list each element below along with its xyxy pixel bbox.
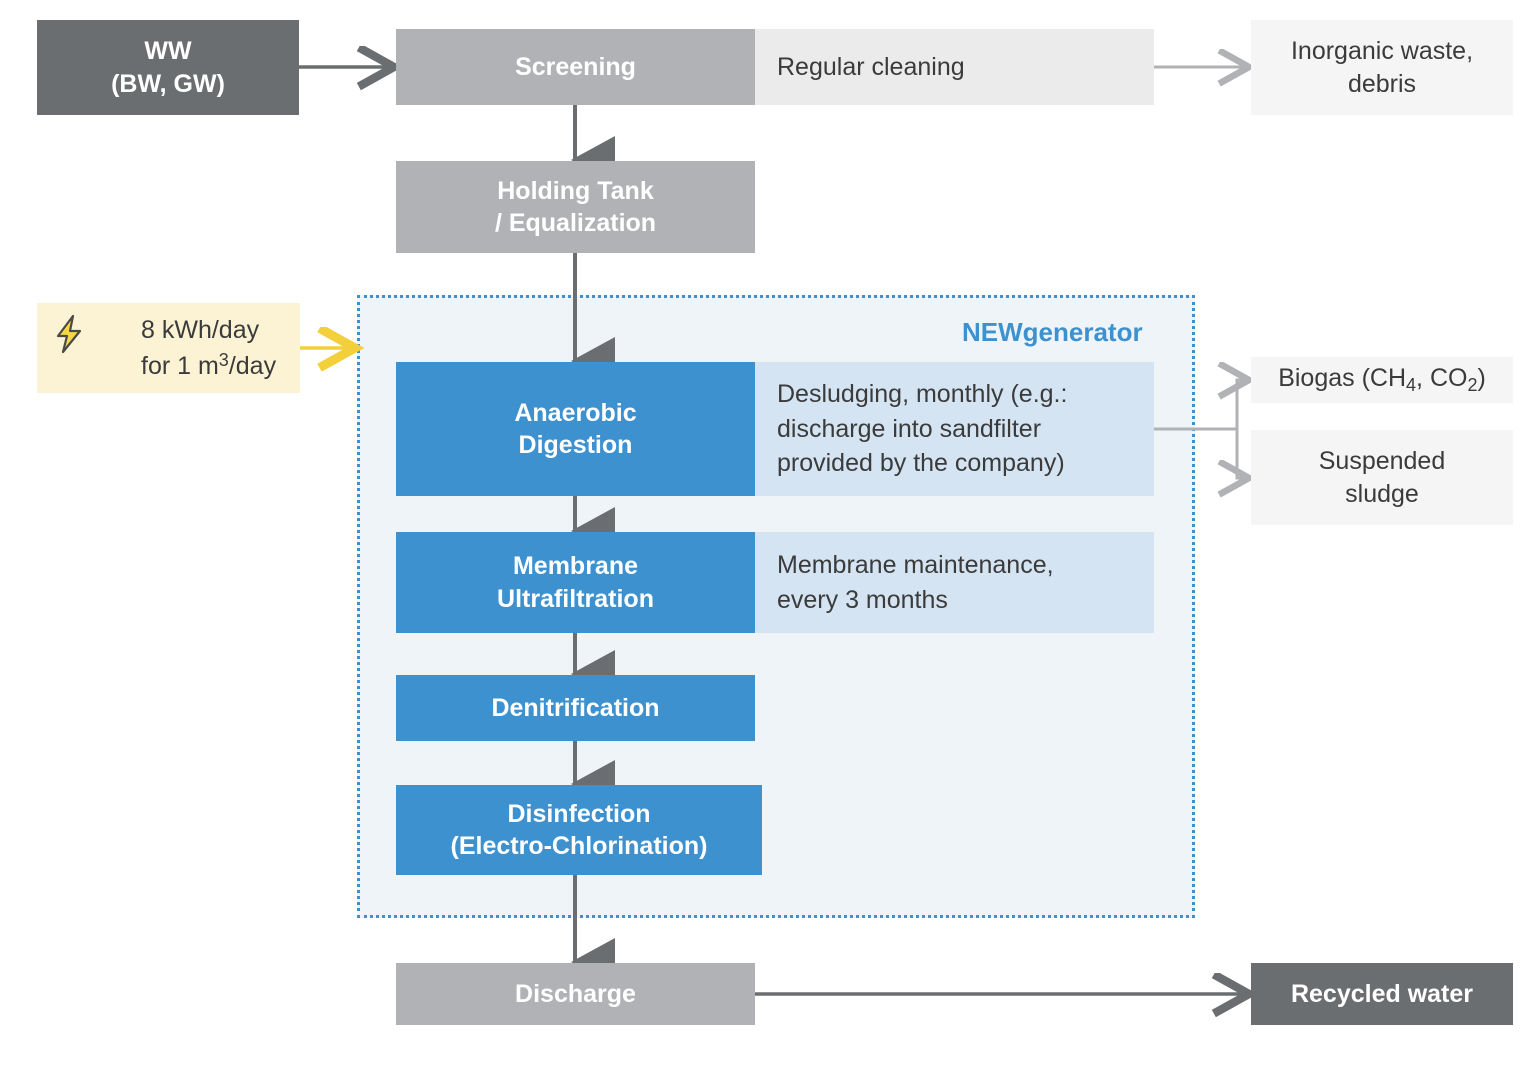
step-denitrification-box: Denitrification [396,675,755,741]
step-disinfection-line2: (Electro-Chlorination) [450,832,708,860]
step-discharge-box: Discharge [396,963,755,1025]
note-membrane-line2: every 3 months [777,585,948,614]
step-holding-tank-line2: / Equalization [494,209,657,237]
output-biogas-label: Biogas (CH4, CO2) [1278,364,1486,396]
note-anaerobic-line3: provided by the company) [777,449,1065,478]
output-biogas-box: Biogas (CH4, CO2) [1251,357,1513,403]
output-recycled-water-label: Recycled water [1290,979,1474,1008]
note-screening-label: Regular cleaning [777,52,965,81]
note-anaerobic-line2: discharge into sandfilter [777,414,1042,443]
note-anaerobic-digestion-box: Desludging, monthly (e.g.: discharge int… [755,362,1154,496]
wastewater-label-line1: WW [144,37,192,65]
output-suspended-sludge-box: Suspended sludge [1251,430,1513,525]
lightning-bolt-icon [56,314,82,354]
note-anaerobic-line1: Desludging, monthly (e.g.: [777,380,1068,409]
step-disinfection-line1: Disinfection [507,799,651,828]
output-sludge-line2: sludge [1345,479,1419,508]
step-membrane-ultrafiltration-box: Membrane Ultrafiltration [396,532,755,633]
output-recycled-water-box: Recycled water [1251,963,1513,1025]
energy-input-box: 8 kWh/day for 1 m3/day [37,303,300,393]
step-denitrification-label: Denitrification [491,693,660,722]
output-sludge-line1: Suspended [1318,447,1446,475]
energy-label-line1: 8 kWh/day [141,315,260,344]
step-screening-box: Screening [396,29,755,105]
step-membrane-line2: Ultrafiltration [497,584,654,613]
energy-label-line2: for 1 m3/day [141,349,277,380]
note-membrane-box: Membrane maintenance, every 3 months [755,532,1154,633]
step-holding-tank-box: Holding Tank / Equalization [396,161,755,253]
step-membrane-line1: Membrane [512,552,639,580]
input-wastewater-box: WW (BW, GW) [37,20,299,115]
step-disinfection-box: Disinfection (Electro-Chlorination) [396,785,762,875]
note-membrane-line1: Membrane maintenance, [777,551,1054,579]
output-inorganic-waste-box: Inorganic waste, debris [1251,20,1513,115]
step-anaerobic-line1: Anaerobic [514,398,637,427]
step-screening-label: Screening [515,52,636,81]
wastewater-label-line2: (BW, GW) [111,69,225,98]
output-inorganic-line2: debris [1347,69,1417,98]
output-inorganic-line1: Inorganic waste, [1290,37,1474,65]
note-screening-box: Regular cleaning [755,29,1154,105]
step-anaerobic-digestion-box: Anaerobic Digestion [396,362,755,496]
newgenerator-title: NEWgenerator [962,317,1143,347]
step-holding-tank-line1: Holding Tank [497,176,654,205]
step-discharge-label: Discharge [515,979,636,1008]
step-anaerobic-line2: Digestion [518,431,633,459]
